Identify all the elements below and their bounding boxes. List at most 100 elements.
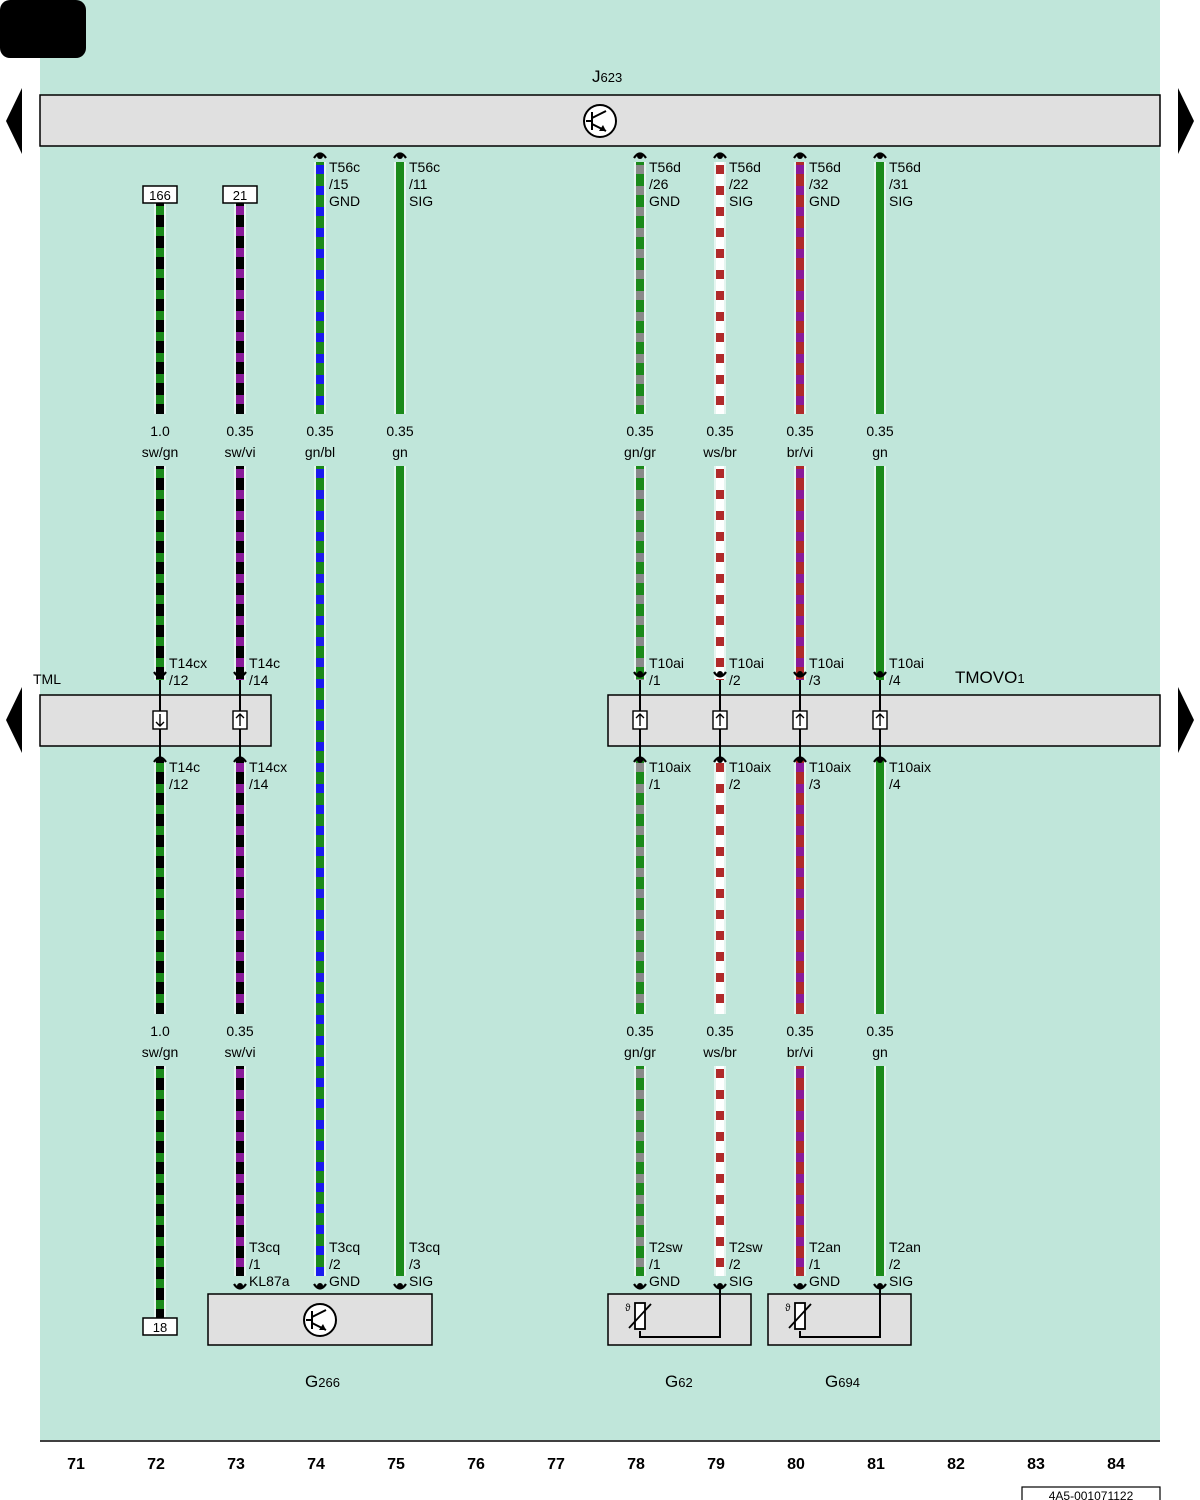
wire-label-color: ws/br: [702, 1044, 737, 1060]
pin-icon: [633, 756, 647, 763]
wire-segment: [314, 466, 326, 1276]
column-number: 71: [67, 1456, 85, 1473]
g694-label: G694: [825, 1372, 860, 1391]
pin-icon: [793, 152, 807, 159]
wire-segment: [874, 760, 886, 1014]
column-number: 75: [387, 1456, 405, 1473]
pin-label: T10aix/4: [889, 759, 931, 792]
pin-label: T14c/14: [249, 655, 280, 688]
wire-label-color: sw/vi: [224, 1044, 255, 1060]
wire-segment: [394, 162, 406, 414]
wire-segment: [714, 466, 726, 680]
wire-label-size: 1.0: [150, 423, 170, 439]
pin-label: T10aix/2: [729, 759, 771, 792]
pin-icon: [633, 152, 647, 159]
page-tab: [0, 0, 86, 58]
thermistor-icon: ϑ: [785, 1302, 812, 1330]
doc-number-box: [1021, 1486, 1161, 1500]
pin-icon: [713, 152, 727, 159]
wire-segment: [794, 1066, 806, 1276]
column-number: 76: [467, 1456, 485, 1473]
wire-segment: [874, 162, 886, 414]
wire-segment: [394, 466, 406, 1276]
svg-text:21: 21: [233, 188, 247, 203]
wire-segment: [314, 162, 326, 414]
svg-text:166: 166: [149, 188, 171, 203]
pin-icon: [233, 671, 247, 678]
pin-icon: [873, 152, 887, 159]
g62-internal-wire: [639, 1285, 721, 1338]
wire-label-color: gn: [392, 444, 408, 460]
continuation-arrow-left-mid[interactable]: [6, 687, 22, 753]
wire-label-size: 0.35: [626, 423, 653, 439]
wire-segment: [794, 466, 806, 680]
wire-label-size: 0.35: [866, 423, 893, 439]
wire-segment: [874, 1066, 886, 1276]
wire-segment: [794, 760, 806, 1014]
component-g266: G266: [207, 1293, 433, 1391]
wire-segment: [234, 760, 246, 1014]
wire-label-size: 0.35: [786, 423, 813, 439]
continuation-arrow-right-mid[interactable]: [1178, 687, 1194, 753]
j623-label: J623: [592, 67, 622, 86]
wire-segment: [154, 760, 166, 1014]
column-number: 81: [867, 1456, 885, 1473]
column-number: 79: [707, 1456, 725, 1473]
pin-label: T10aix/1: [649, 759, 691, 792]
connector-icon: [792, 710, 808, 730]
wire-w79: 0.35ws/br0.35ws/brT10ai/2T10aix/2T56d/22…: [702, 152, 771, 1290]
wire-segment: [714, 162, 726, 414]
pin-icon: [873, 671, 887, 678]
column-number: 84: [1107, 1456, 1125, 1473]
wire-segment: [714, 1066, 726, 1276]
pin-icon: [633, 671, 647, 678]
wire-label-color: gn/gr: [624, 444, 656, 460]
pin-icon: [873, 1283, 887, 1290]
wire-label-color: sw/gn: [142, 444, 179, 460]
wire-segment: [154, 1066, 166, 1318]
wire-w80: 0.35br/vi0.35br/viT10ai/3T10aix/3T56d/32…: [786, 152, 851, 1290]
pin-icon: [233, 756, 247, 763]
pin-icon: [393, 1283, 407, 1290]
svg-text:18: 18: [153, 1320, 167, 1335]
wire-segment: [874, 466, 886, 680]
pin-label: T10aix/3: [809, 759, 851, 792]
wire-label-size: 0.35: [306, 423, 333, 439]
pin-label: T10ai/3: [809, 655, 844, 688]
wire-label-size: 0.35: [626, 1023, 653, 1039]
wire-label-color: gn/gr: [624, 1044, 656, 1060]
wire-label-color: gn/bl: [305, 444, 335, 460]
continuation-arrow-left-top[interactable]: [6, 88, 22, 154]
wire-segment: [634, 760, 646, 1014]
g62-label: G62: [665, 1372, 693, 1391]
wire-label-size: 0.35: [226, 423, 253, 439]
wire-label-color: ws/br: [702, 444, 737, 460]
wire-segment: [634, 162, 646, 414]
pin-label: T14cx/14: [249, 759, 287, 792]
continuation-arrow-right-top[interactable]: [1178, 88, 1194, 154]
svg-text:ϑ: ϑ: [625, 1303, 631, 1314]
g694-internal-wire: [799, 1285, 881, 1338]
pin-icon: [793, 756, 807, 763]
pin-label: T10ai/4: [889, 655, 924, 688]
wire-label-color: gn: [872, 444, 888, 460]
column-number: 77: [547, 1456, 565, 1473]
g266-label: G266: [305, 1372, 340, 1391]
tml-label: TML: [33, 671, 61, 687]
pin-icon: [793, 671, 807, 678]
pin-label: T14cx/12: [169, 655, 207, 688]
transistor-icon: [583, 104, 617, 138]
wires-layer: 1.0sw/gn1.0sw/gnT14cx/12T14c/120.35sw/vi…: [142, 152, 931, 1318]
thermistor-icon: ϑ: [625, 1302, 652, 1330]
